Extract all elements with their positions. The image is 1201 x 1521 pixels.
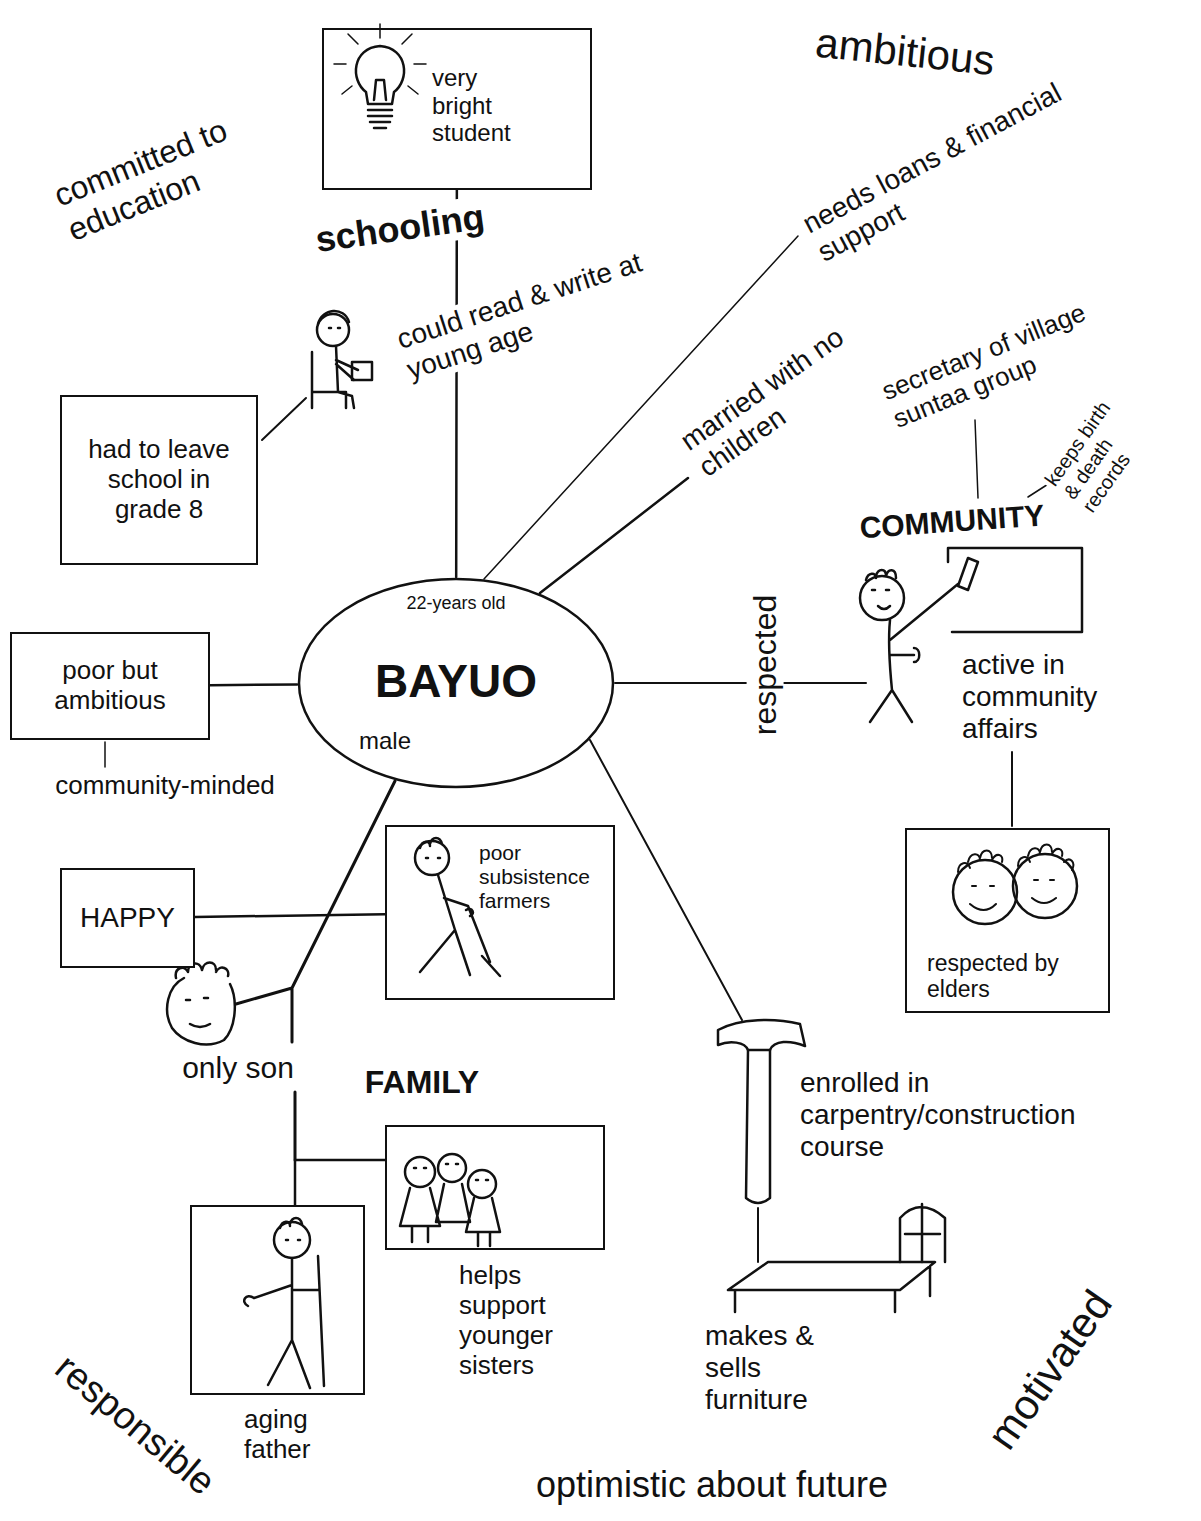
connector [455,190,458,577]
figure-body [870,584,958,722]
node-text: BAYUO [297,655,615,708]
picture-box: poor subsistence farmers [385,825,615,1000]
node-text: HAPPY [80,902,175,934]
bulb-base [368,80,392,128]
note-label: active in community affairs [959,649,1135,746]
note-label: could read & write at young age [390,222,729,387]
elder-details [958,845,1073,911]
note-label: FAMILY [362,1064,482,1101]
leader-line [975,420,978,498]
leader-line [757,1208,759,1262]
sister-head [438,1154,466,1182]
note-label: married with no children [672,315,878,486]
leader-line [104,742,106,767]
node-text: respected by elders [927,950,1092,1003]
elder-face [1013,854,1077,918]
board [948,548,1082,632]
node-text: very bright student [432,64,532,147]
note-label: community-minded [52,771,278,801]
leader-line [1011,752,1013,826]
note-label: respected [747,592,784,739]
picture-box: respected by elders [905,828,1110,1013]
note-label: makes & sells furniture [702,1320,848,1417]
sister-head [468,1170,496,1198]
note-label: needs loans & financial support [795,70,1095,270]
sister-head [405,1157,435,1187]
node-text: poor subsistence farmers [479,841,607,913]
leader-line [615,682,866,684]
figure-face [866,570,896,609]
node-text: aging father [244,1405,344,1465]
leader-line [590,740,742,1020]
table [728,1262,935,1312]
hammer-head [718,1020,805,1050]
pointer [958,558,978,590]
node-text: male [359,727,439,755]
note-box: had to leave school in grade 8 [60,395,258,565]
note-label: committed to education [46,100,274,249]
hammer-handle [746,1050,770,1203]
student-hair [318,311,349,328]
note-label: enrolled in carpentry/construction cours… [797,1067,1113,1164]
sister-bodies [400,1164,500,1246]
note-label: schooling [310,195,490,260]
student-head [317,314,349,346]
chair-back [900,1204,945,1262]
note-box: poor but ambitious [10,632,210,740]
father-body [244,1218,324,1388]
elder-face [953,860,1017,924]
leader-line [236,781,395,1042]
leader-line [540,478,688,593]
picture-box: very bright student [322,28,592,190]
note-label: ambitious [810,18,1000,85]
leader-line [294,1092,297,1160]
note-box: HAPPY [60,868,195,968]
note-label: optimistic about future [533,1464,891,1505]
connector [195,914,385,917]
old-face [167,963,235,1045]
picture-box: helps support younger sisters [385,1125,605,1250]
bulb-glass [356,46,404,104]
connector [210,683,297,686]
note-label: responsible [44,1344,226,1506]
picture-box: aging father [190,1205,365,1395]
central-ellipse: 22-years oldBAYUO male [297,577,615,789]
node-text: poor but ambitious [45,656,175,716]
connector [295,1160,385,1205]
note-label: motivated [976,1279,1123,1461]
leader-line [262,398,306,440]
node-text: had to leave school in grade 8 [74,435,244,525]
node-text: 22-years old [391,593,521,614]
note-label: only son [179,1051,297,1086]
note-label: keeps birth & death records [1038,385,1161,520]
note-label: COMMUNITY [856,498,1049,546]
node-text: helps support younger sisters [459,1261,584,1381]
figure-head [860,576,904,620]
student-book [352,362,372,380]
bulb-rays [334,24,426,94]
